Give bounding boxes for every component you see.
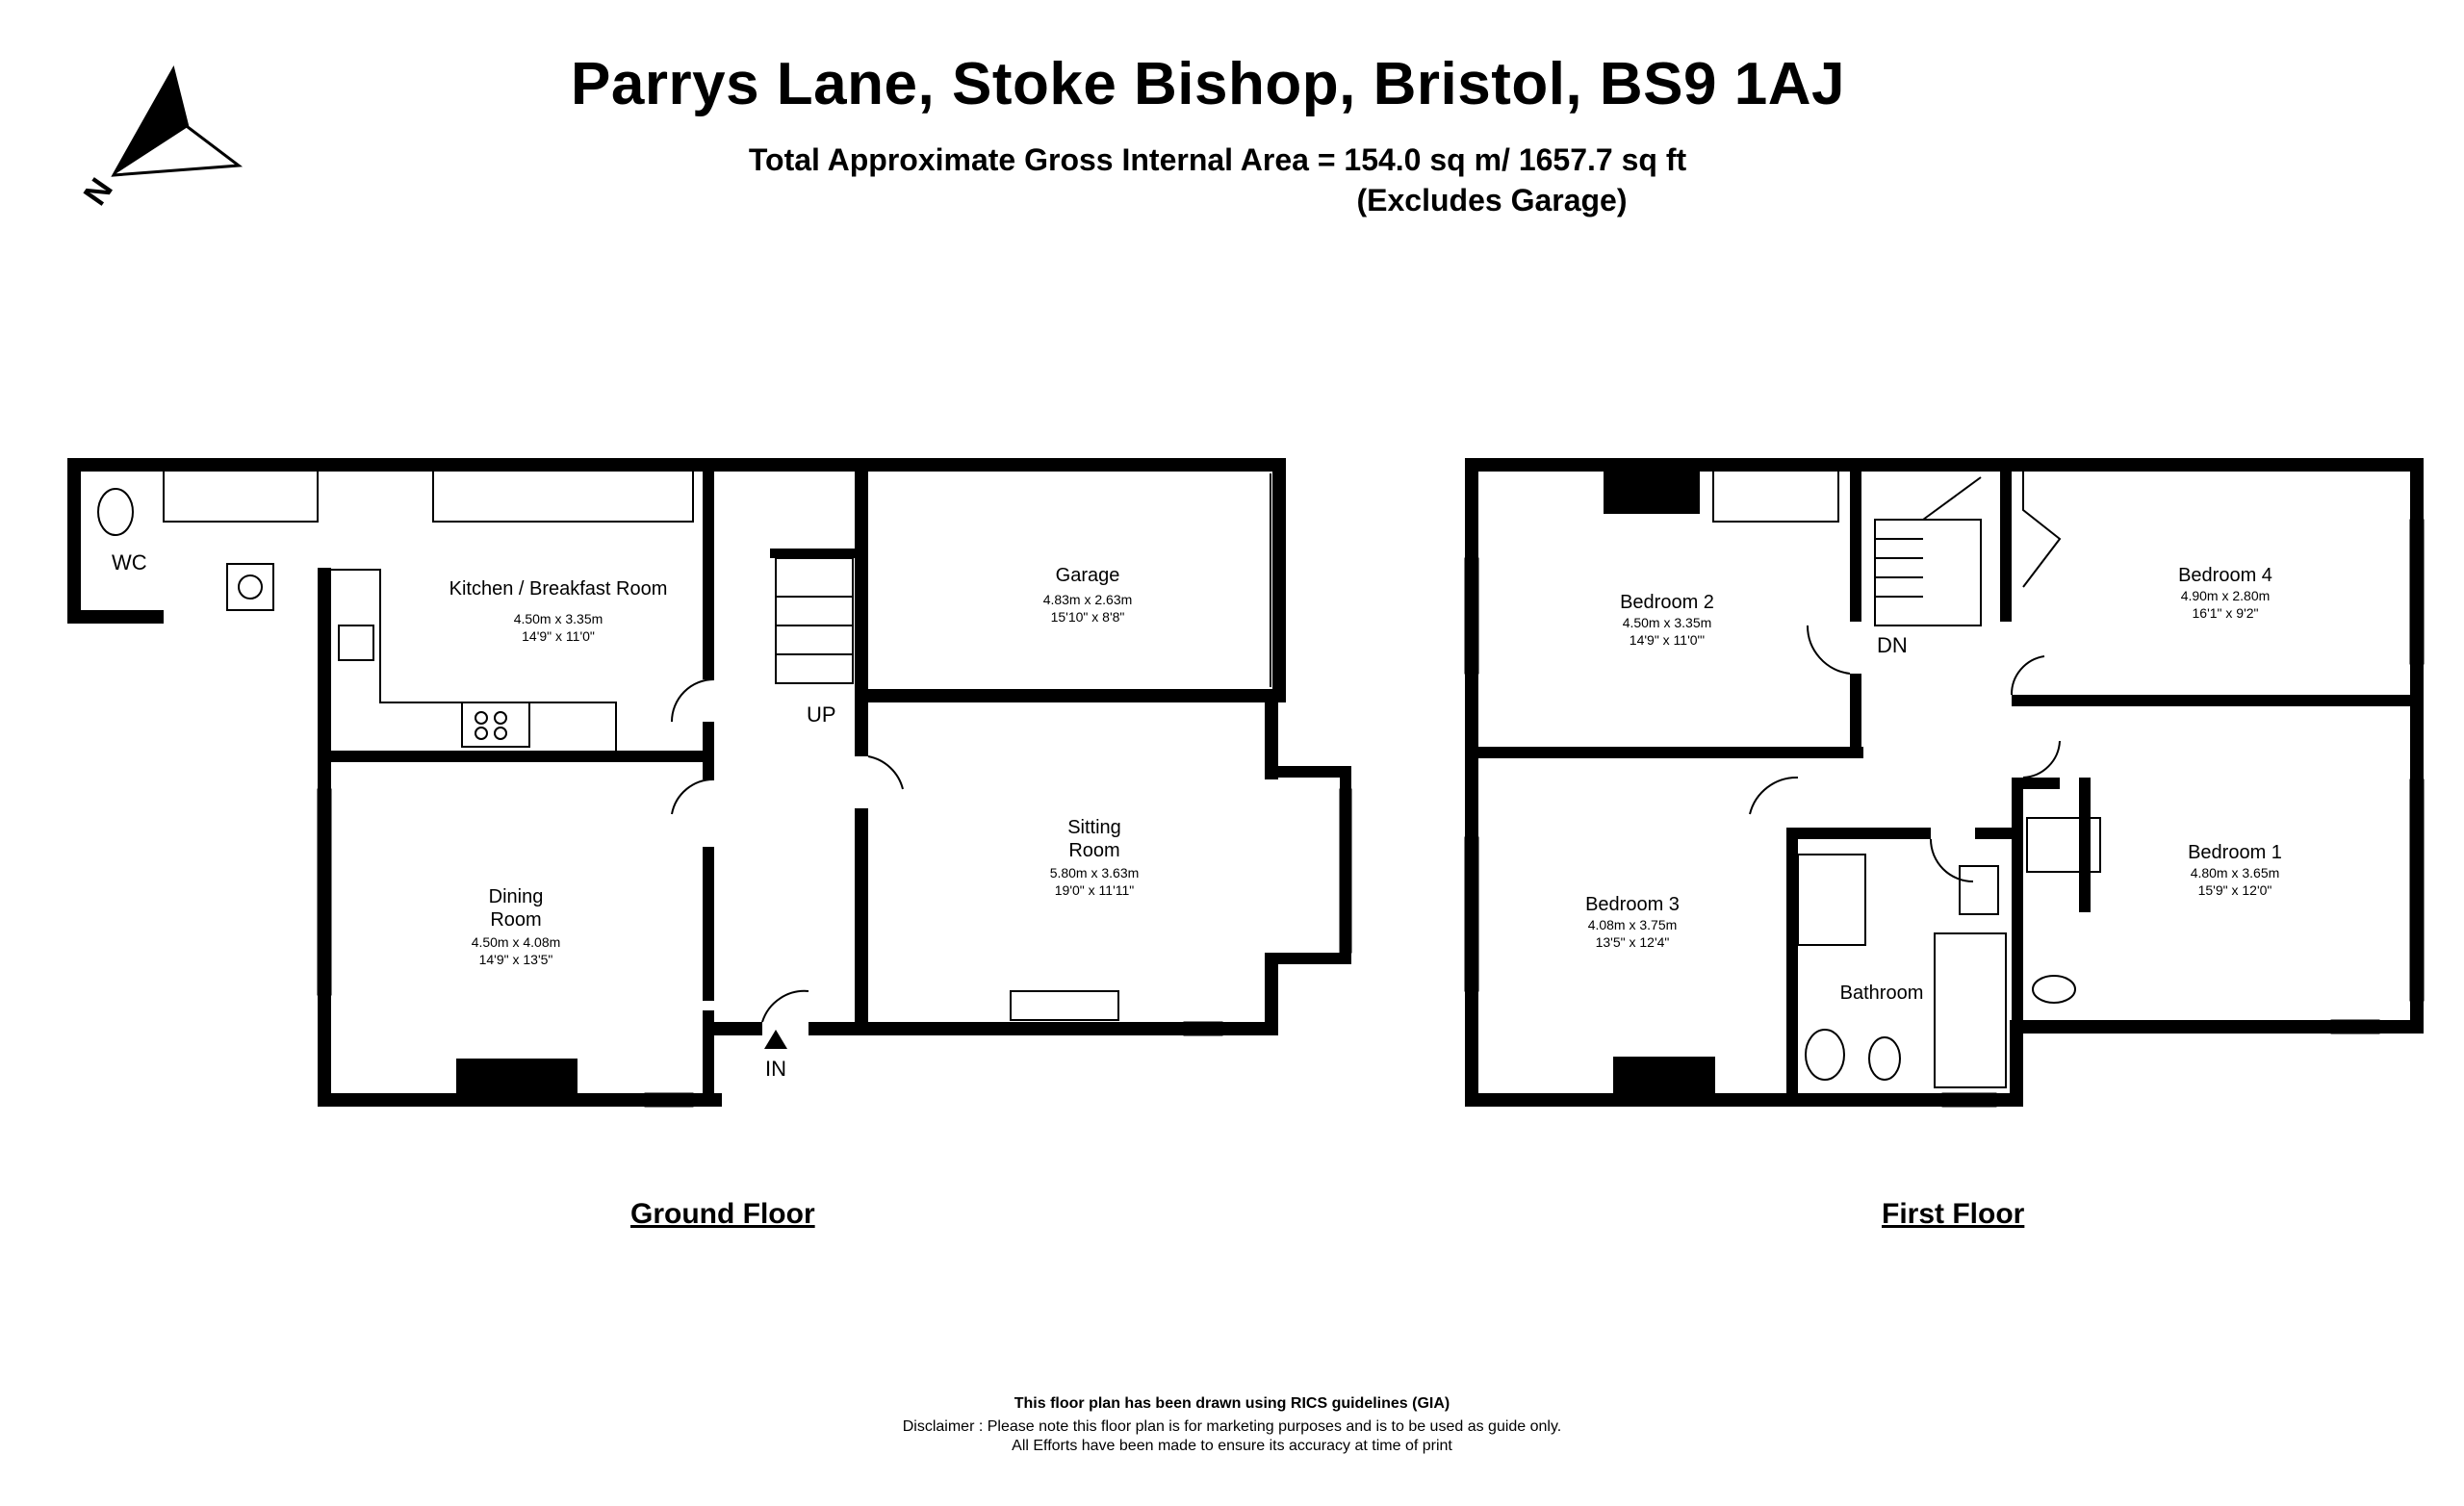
ground-floor-labels: WC Kitchen / Breakfast Room 4.50m x 3.35… — [112, 550, 1139, 1081]
first-floor-fixtures — [1464, 472, 2425, 1108]
sitting-metric: 5.80m x 3.63m — [1050, 865, 1140, 881]
bathroom-name: Bathroom — [1840, 983, 1924, 1004]
garage-imperial: 15'10" x 8'8" — [1051, 609, 1125, 625]
dining-name: Dining — [489, 886, 544, 907]
gross-area: Total Approximate Gross Internal Area = … — [748, 142, 1687, 177]
entrance-label: IN — [765, 1057, 786, 1081]
bedroom3-metric: 4.08m x 3.75m — [1588, 917, 1678, 932]
bedroom1-metric: 4.80m x 3.65m — [2191, 865, 2280, 881]
compass-label: N — [77, 171, 120, 212]
stairs-up-label: UP — [807, 702, 836, 727]
entrance-arrow-icon — [764, 1030, 787, 1049]
north-compass-icon: N — [77, 64, 244, 212]
bedroom2-metric: 4.50m x 3.35m — [1623, 615, 1712, 630]
rics-note: This floor plan has been drawn using RIC… — [1014, 1395, 1450, 1412]
ground-floor-label: Ground Floor — [630, 1198, 815, 1230]
sitting-name: Sitting — [1067, 817, 1121, 838]
kitchen-name: Kitchen / Breakfast Room — [449, 578, 668, 600]
bedroom4-imperial: 16'1" x 9'2" — [2193, 605, 2259, 621]
bedroom2-imperial: 14'9" x 11'0"' — [1630, 632, 1705, 648]
dining-imperial: 14'9" x 13'5" — [479, 952, 553, 967]
dining-name-2: Room — [490, 909, 541, 931]
garage-name: Garage — [1056, 565, 1120, 586]
first-floor-plan — [1465, 458, 2424, 1107]
bedroom2-name: Bedroom 2 — [1620, 592, 1714, 613]
excludes-note: (Excludes Garage) — [1356, 183, 1628, 217]
accuracy-note: All Efforts have been made to ensure its… — [1012, 1438, 1452, 1454]
ground-floor-plan — [67, 458, 1351, 1107]
bedroom3-name: Bedroom 3 — [1585, 894, 1680, 915]
bedroom3-imperial: 13'5" x 12'4" — [1596, 934, 1670, 950]
garage-metric: 4.83m x 2.63m — [1043, 592, 1133, 607]
plan-title: Parrys Lane, Stoke Bishop, Bristol, BS9 … — [571, 51, 1845, 117]
kitchen-imperial: 14'9" x 11'0" — [522, 628, 595, 644]
first-floor-label: First Floor — [1882, 1198, 2025, 1230]
first-floor-labels: Bedroom 2 4.50m x 3.35m 14'9" x 11'0"' B… — [1585, 565, 2282, 1004]
sitting-imperial: 19'0" x 11'11" — [1055, 882, 1135, 898]
sitting-name-2: Room — [1068, 840, 1119, 861]
ground-floor-fixtures — [97, 472, 1352, 1108]
bedroom1-imperial: 15'9" x 12'0" — [2198, 882, 2272, 898]
kitchen-metric: 4.50m x 3.35m — [514, 611, 603, 626]
stairs-down-label: DN — [1877, 633, 1908, 657]
bedroom4-name: Bedroom 4 — [2178, 565, 2272, 586]
dining-metric: 4.50m x 4.08m — [472, 934, 561, 950]
disclaimer: Disclaimer : Please note this floor plan… — [902, 1418, 1562, 1435]
bedroom1-name: Bedroom 1 — [2188, 842, 2282, 863]
wc-label: WC — [112, 550, 147, 574]
bedroom4-metric: 4.90m x 2.80m — [2181, 588, 2271, 603]
